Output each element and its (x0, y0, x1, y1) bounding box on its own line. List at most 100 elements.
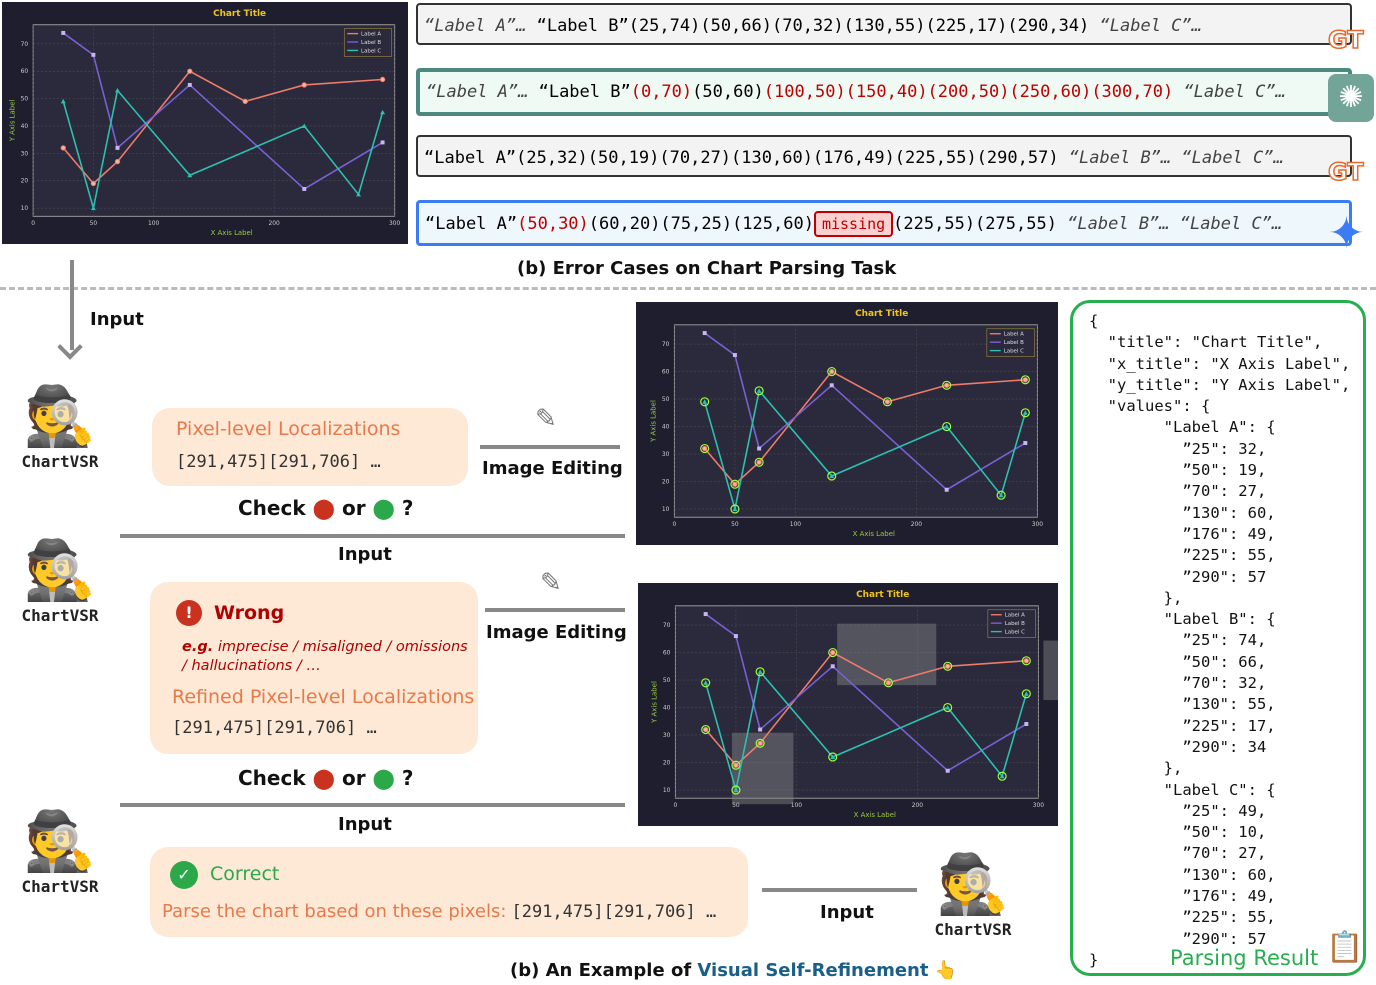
pixel-marker (1021, 689, 1031, 699)
json-line: "values": { (1089, 397, 1211, 416)
pixel-marker (754, 457, 764, 467)
refined-title: Refined Pixel-level Localizations (172, 686, 475, 708)
x-tick-label: 200 (911, 521, 923, 528)
robot-detective-icon: 🕵 (936, 850, 1010, 918)
data-point (757, 740, 763, 746)
y-tick-label: 50 (662, 396, 670, 403)
data-point (945, 663, 951, 669)
row-text: “Label A”… (426, 82, 539, 102)
parse-prompt: Parse the chart based on these pixels: (162, 901, 507, 922)
y-axis-label: Y Axis Label (8, 100, 16, 143)
input-arrow (762, 888, 917, 892)
data-point (998, 492, 1004, 498)
json-line: ”50": 19, (1089, 461, 1267, 480)
chartvsr-bot: 🕵ChartVSR (15, 534, 105, 625)
chart-title: Chart Title (213, 9, 266, 19)
data-point (702, 331, 707, 336)
image-editing-label: Image Editing (482, 458, 623, 479)
json-line: ”130": 60, (1089, 865, 1276, 884)
openai-icon: ✺ (1328, 74, 1374, 122)
json-line: "Label C": { (1089, 780, 1276, 799)
row-text: (60,20)(75,25)(125,60) (588, 214, 814, 234)
data-point (1022, 410, 1028, 415)
pixel-marker (700, 397, 710, 407)
data-point (885, 680, 892, 686)
highlight-box (731, 732, 794, 805)
json-line: ”50": 10, (1089, 823, 1267, 842)
x-tick-label: 100 (790, 521, 802, 528)
pixel-marker (754, 386, 764, 396)
localization-bubble: Pixel-level Localizations [291,475][291,… (152, 408, 468, 486)
y-tick-label: 30 (21, 151, 29, 157)
json-line: { (1089, 312, 1099, 330)
y-tick-label: 60 (662, 369, 670, 376)
row-text: “Label C”… (1173, 82, 1286, 102)
y-tick-label: 20 (21, 179, 29, 185)
gemini-row-label-a: “Label A”(50,30)(60,20)(75,25)(125,60)mi… (416, 200, 1352, 246)
chart-title: Chart Title (855, 309, 908, 319)
data-point (884, 399, 891, 405)
y-tick-label: 10 (662, 506, 670, 513)
pixel-marker (730, 504, 740, 514)
series-line-label-b (704, 332, 1026, 491)
y-tick-label: 40 (662, 424, 670, 431)
x-tick-label: 200 (269, 221, 281, 227)
json-line: ”225": 55, (1089, 908, 1276, 927)
json-line: ”130": 55, (1089, 695, 1276, 714)
y-tick-label: 30 (662, 451, 670, 458)
data-point (733, 634, 738, 639)
parsing-result-label: Parsing Result (1170, 946, 1319, 970)
data-point (945, 768, 950, 773)
x-tick-label: 100 (791, 802, 803, 809)
legend-label: Label A (361, 32, 381, 38)
json-line: } (1089, 950, 1099, 969)
data-point (114, 158, 121, 165)
json-line: ”290": 34 (1089, 737, 1267, 756)
row-text: “Label A”… (424, 16, 537, 36)
input-label: Input (338, 544, 392, 565)
chartvsr-bot: 🕵ChartVSR (15, 805, 105, 896)
legend-label: Label B (1004, 340, 1024, 346)
data-point (1024, 722, 1029, 726)
data-point (830, 664, 835, 669)
pixel-marker (997, 771, 1007, 781)
x-tick-label: 100 (148, 221, 160, 227)
data-point (756, 459, 762, 465)
check-prompt: Check ⬤ or ⬤ ? (238, 496, 414, 520)
x-axis-label: X Axis Label (211, 229, 253, 237)
legend-label: Label C (1004, 349, 1024, 355)
chart-title: Chart Title (856, 590, 909, 600)
json-line: ”25": 49, (1089, 801, 1267, 820)
y-tick-label: 20 (663, 759, 671, 766)
x-tick-label: 50 (90, 221, 98, 227)
data-point (1022, 377, 1029, 383)
gt-row-label-a: “Label A”(25,32)(50,19)(70,27)(130,60)(1… (416, 135, 1352, 177)
row-text: (0,70) (630, 82, 693, 102)
data-point (242, 98, 248, 105)
data-point (61, 30, 66, 35)
input-arrow (70, 260, 74, 350)
legend-label: Label A (1005, 613, 1025, 619)
pixel-marker (882, 397, 892, 407)
wrong-bubble: ! Wrong e.g. imprecise / misaligned / om… (150, 582, 478, 754)
y-tick-label: 50 (21, 97, 29, 103)
chartvsr-bot: 🕵ChartVSR (928, 848, 1018, 939)
data-point (1023, 658, 1030, 664)
error-icon: ! (176, 600, 202, 626)
x-tick-label: 200 (912, 802, 924, 809)
image-editing-label: Image Editing (486, 622, 627, 643)
json-line: ”176": 49, (1089, 887, 1276, 906)
clipboard-icon: 📋 (1326, 930, 1364, 965)
input-label: Input (90, 309, 144, 330)
data-point (356, 191, 361, 197)
row-text: (50,30) (517, 214, 589, 234)
json-line: }, (1089, 759, 1183, 778)
data-point (301, 123, 307, 128)
y-tick-label: 50 (663, 677, 671, 684)
pixel-marker (942, 380, 952, 390)
pixel-marker (1020, 408, 1030, 418)
json-line: ”176": 49, (1089, 524, 1276, 543)
y-tick-label: 20 (662, 478, 670, 485)
